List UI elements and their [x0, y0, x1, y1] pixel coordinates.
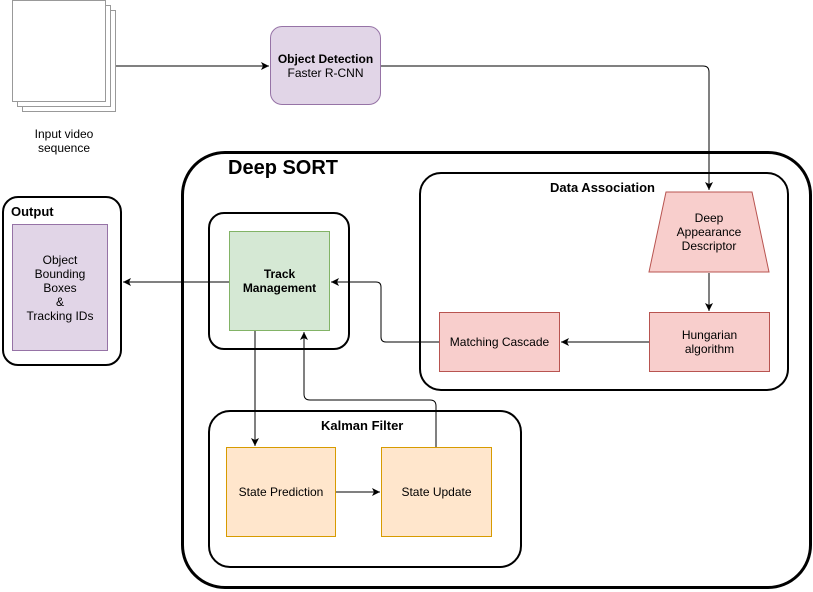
- appearance-descriptor-label: Deep Appearance Descriptor: [676, 211, 742, 253]
- data-association-title: Data Association: [550, 180, 655, 195]
- object-detection-node: Object Detection Faster R-CNN: [270, 26, 381, 105]
- track-management-node: Track Management: [229, 231, 330, 331]
- hungarian-algorithm-node: Hungarian algorithm: [649, 312, 770, 372]
- input-video-icon: [12, 0, 116, 114]
- state-prediction-node: State Prediction: [226, 447, 336, 537]
- appearance-descriptor-shape: [648, 191, 770, 273]
- arrow-matching-to-track: [331, 278, 439, 343]
- matching-cascade-node: Matching Cascade: [439, 312, 560, 372]
- arrow-detection-to-descriptor: [381, 65, 713, 190]
- deep-sort-title: Deep SORT: [228, 157, 339, 179]
- input-video-label: Input video sequence: [34, 127, 94, 155]
- output-title: Output: [11, 204, 54, 219]
- kalman-filter-title: Kalman Filter: [321, 418, 404, 433]
- object-detection-subtitle: Faster R-CNN: [287, 65, 364, 80]
- output-content-node: Object Bounding Boxes & Tracking IDs: [12, 224, 108, 351]
- object-detection-title: Object Detection: [277, 51, 374, 66]
- arrow-update-to-track: [300, 332, 437, 447]
- state-update-node: State Update: [381, 447, 492, 537]
